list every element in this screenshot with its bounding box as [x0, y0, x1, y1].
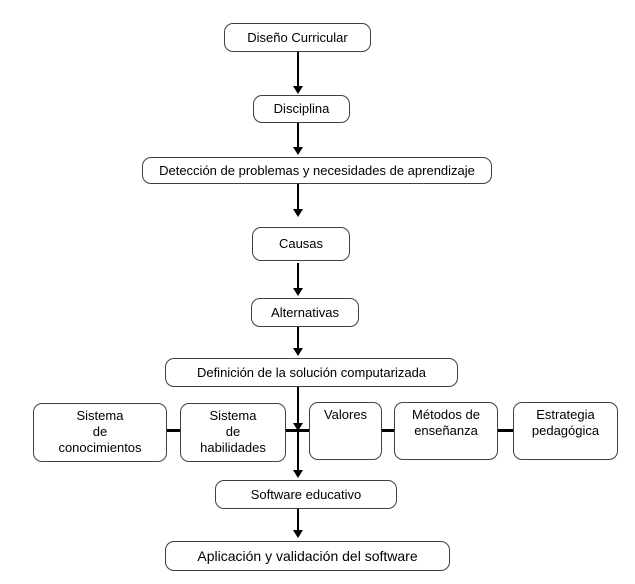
node-software-educativo: Software educativo — [215, 480, 397, 509]
arrow-down-icon — [297, 184, 299, 209]
node-valores: Valores — [309, 402, 382, 460]
node-aplicacion-validacion: Aplicación y validación del software — [165, 541, 450, 571]
node-diseno-curricular: Diseño Curricular — [224, 23, 371, 52]
node-deteccion-problemas: Detección de problemas y necesidades de … — [142, 157, 492, 184]
connector-line — [285, 429, 310, 432]
node-definicion-solucion: Definición de la solución computarizada — [165, 358, 458, 387]
arrow-down-icon — [297, 432, 299, 470]
node-disciplina: Disciplina — [253, 95, 350, 123]
arrow-down-icon — [297, 387, 299, 423]
node-alternativas: Alternativas — [251, 298, 359, 327]
arrow-down-icon — [297, 52, 299, 86]
connector-line — [381, 429, 395, 432]
arrow-down-icon — [297, 327, 299, 348]
connector-line — [166, 429, 181, 432]
arrow-down-icon — [297, 123, 299, 147]
arrow-down-icon — [297, 509, 299, 530]
node-sistema-habilidades: Sistema de habilidades — [180, 403, 286, 462]
arrow-down-icon — [297, 263, 299, 288]
node-sistema-conocimientos: Sistema de conocimientos — [33, 403, 167, 462]
node-estrategia-pedagogica: Estrategia pedagógica — [513, 402, 618, 460]
node-metodos-ensenanza: Métodos de enseñanza — [394, 402, 498, 460]
connector-line — [497, 429, 514, 432]
node-causas: Causas — [252, 227, 350, 261]
